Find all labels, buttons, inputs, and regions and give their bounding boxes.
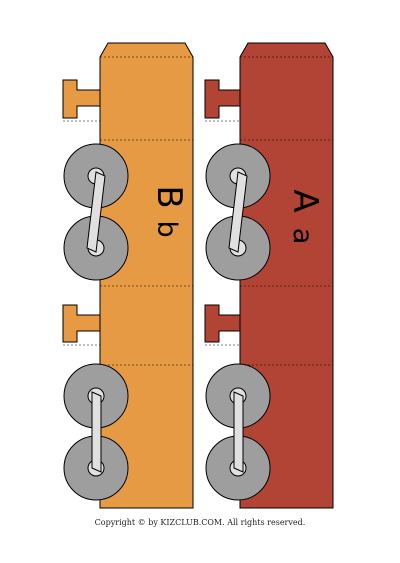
wheel-set-top <box>63 143 129 281</box>
train-car-b: B b <box>62 42 194 509</box>
connector-tab-top <box>62 79 101 119</box>
connecting-rod <box>91 391 102 473</box>
uppercase-letter: A <box>285 189 325 212</box>
connecting-rod <box>86 171 106 253</box>
wheel-set-bottom <box>205 363 271 501</box>
uppercase-letter: B <box>149 185 189 208</box>
connecting-rod <box>228 171 248 253</box>
copyright-footer: Copyright © by KIZCLUB.COM. All rights r… <box>0 518 400 527</box>
lowercase-letter: b <box>151 220 182 237</box>
connector-tab-top <box>204 79 241 119</box>
car-body <box>99 42 194 509</box>
wheel-set-top <box>205 143 271 281</box>
connector-tab-bottom <box>62 304 101 343</box>
connector-tab-bottom <box>204 304 241 343</box>
wheel-set-bottom <box>63 363 129 501</box>
copyright-text: Copyright © by KIZCLUB.COM. All rights r… <box>94 518 306 527</box>
train-car-a: A a <box>204 42 334 509</box>
connecting-rod <box>233 391 244 473</box>
lowercase-letter: a <box>287 228 318 245</box>
